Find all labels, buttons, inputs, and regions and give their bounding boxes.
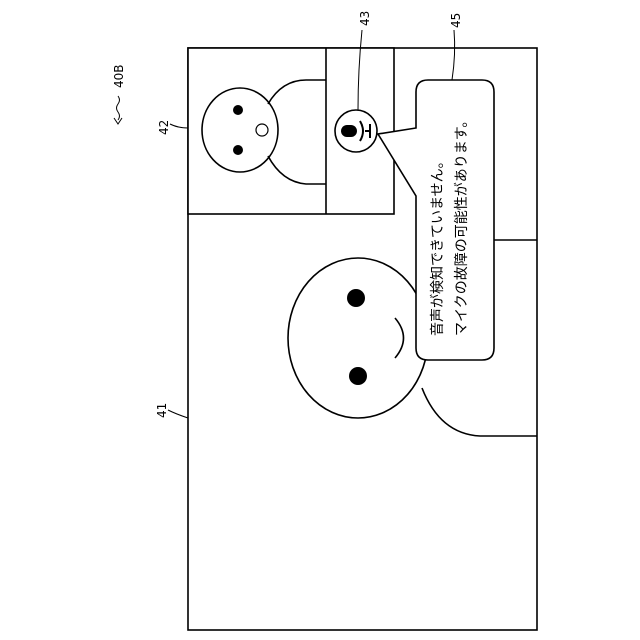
label-45-leader xyxy=(452,30,455,80)
label-message-balloon: 45 xyxy=(449,13,463,28)
remote-participant-head xyxy=(288,258,428,418)
label-main-view: 41 xyxy=(155,403,169,418)
label-device: 40B xyxy=(112,64,126,88)
label-42-leader xyxy=(170,124,188,128)
label-self-view: 42 xyxy=(157,120,171,135)
remote-participant-eye-left xyxy=(347,289,365,307)
self-participant-eye-left xyxy=(233,105,243,115)
label-41-leader xyxy=(168,410,188,418)
remote-participant xyxy=(288,240,537,436)
device-label-arrowhead xyxy=(114,118,122,124)
remote-participant-shoulder-bottom xyxy=(422,388,537,436)
self-participant-mouth xyxy=(256,124,268,136)
device-label-arrow xyxy=(117,96,120,120)
microphone-icon-capsule xyxy=(341,125,357,137)
label-mic-icon: 43 xyxy=(358,11,372,26)
message-line-2: マイクの故障の可能性があります。 xyxy=(454,114,470,336)
message-line-1: 音声が検知できていません。 xyxy=(429,154,446,336)
self-participant-eye-right xyxy=(233,145,243,155)
microphone-icon[interactable] xyxy=(335,110,377,152)
remote-participant-eye-right xyxy=(349,367,367,385)
